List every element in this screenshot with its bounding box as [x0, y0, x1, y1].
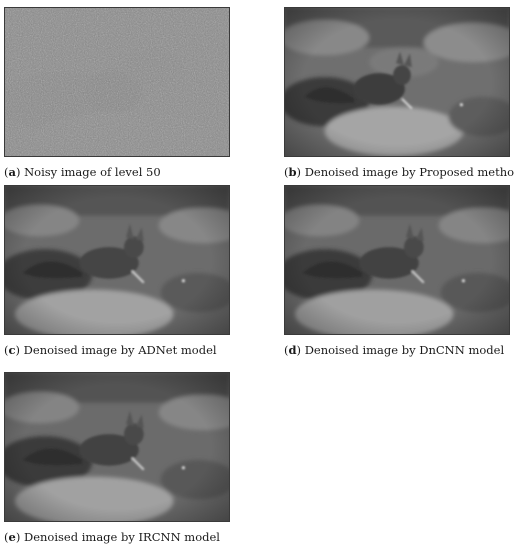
figure-panel-a: (a) Noisy image of level 50 [4, 7, 230, 179]
caption-e-text: Denoised image by IRCNN model [20, 530, 220, 544]
adnet-squirrel-image [5, 186, 229, 334]
caption-d-letter: d [288, 343, 297, 357]
caption-a-text: Noisy image of level 50 [20, 165, 161, 179]
figure-panel-e: (e) Denoised image by IRCNN model [4, 372, 230, 544]
caption-b-letter: b [288, 165, 297, 179]
dncnn-denoised-image [284, 185, 510, 335]
caption-e: (e) Denoised image by IRCNN model [4, 530, 220, 544]
caption-a-letter: a [8, 165, 16, 179]
figure-panel-c: (c) Denoised image by ADNet model [4, 185, 230, 357]
ircnn-squirrel-image [5, 373, 229, 521]
noisy-squirrel-image [5, 8, 229, 156]
adnet-denoised-image [4, 185, 230, 335]
caption-d: (d) Denoised image by DnCNN model [284, 343, 505, 357]
noisy-image [4, 7, 230, 157]
figure-panel-d: (d) Denoised image by DnCNN model [284, 185, 510, 357]
caption-c-letter: c [8, 343, 16, 357]
figure-panel-b: (b) Denoised image by Proposed method [284, 7, 514, 179]
caption-e-letter: e [8, 530, 16, 544]
caption-b-text: Denoised image by Proposed method [301, 165, 514, 179]
caption-d-text: Denoised image by DnCNN model [301, 343, 505, 357]
caption-c-text: Denoised image by ADNet model [20, 343, 217, 357]
dncnn-squirrel-image [285, 186, 509, 334]
proposed-squirrel-image [285, 8, 509, 156]
caption-b: (b) Denoised image by Proposed method [284, 165, 514, 179]
proposed-denoised-image [284, 7, 510, 157]
ircnn-denoised-image [4, 372, 230, 522]
caption-c: (c) Denoised image by ADNet model [4, 343, 217, 357]
caption-a: (a) Noisy image of level 50 [4, 165, 161, 179]
